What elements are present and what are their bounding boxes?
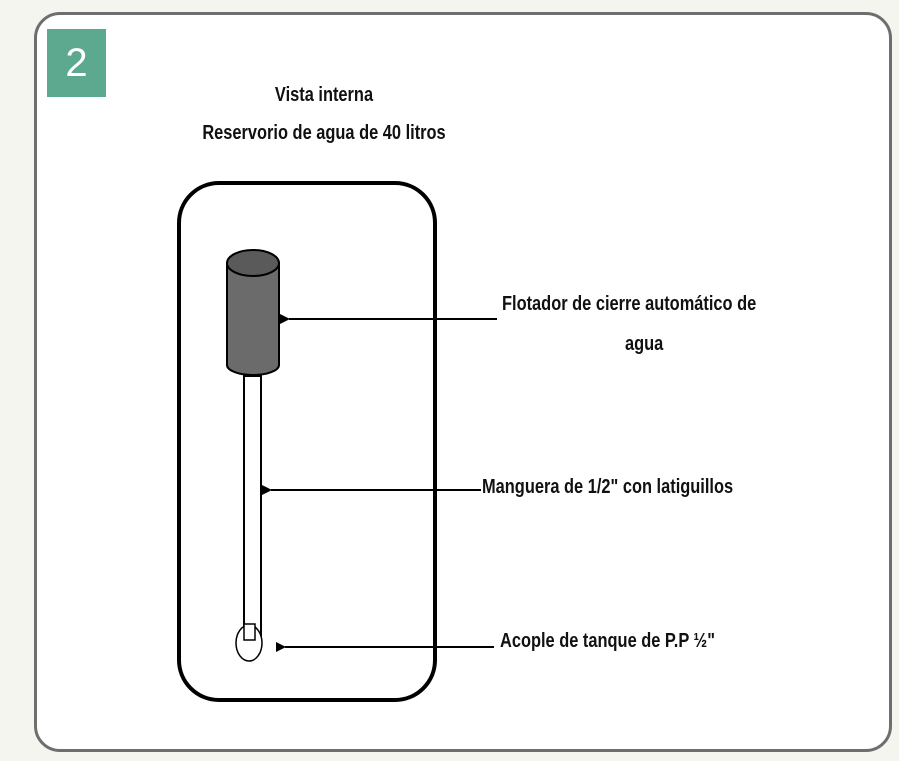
diagram-title-line1: Vista interna — [274, 84, 374, 106]
label-coupling: Acople de tanque de P.P ½" — [500, 630, 715, 652]
hose — [243, 375, 262, 641]
float-body — [226, 262, 280, 376]
step-number-badge: 2 — [47, 29, 106, 97]
diagram-title-line2: Reservorio de agua de 40 litros — [202, 122, 446, 144]
coupling-hose-end — [243, 623, 256, 641]
label-hose: Manguera de 1/2" con latiguillos — [482, 476, 734, 498]
float-cylinder — [226, 249, 280, 376]
tank-outline — [177, 181, 437, 702]
label-float-line1: Flotador de cierre automático de — [502, 293, 757, 315]
label-float-line2: agua — [625, 333, 664, 355]
float-top — [226, 249, 280, 277]
